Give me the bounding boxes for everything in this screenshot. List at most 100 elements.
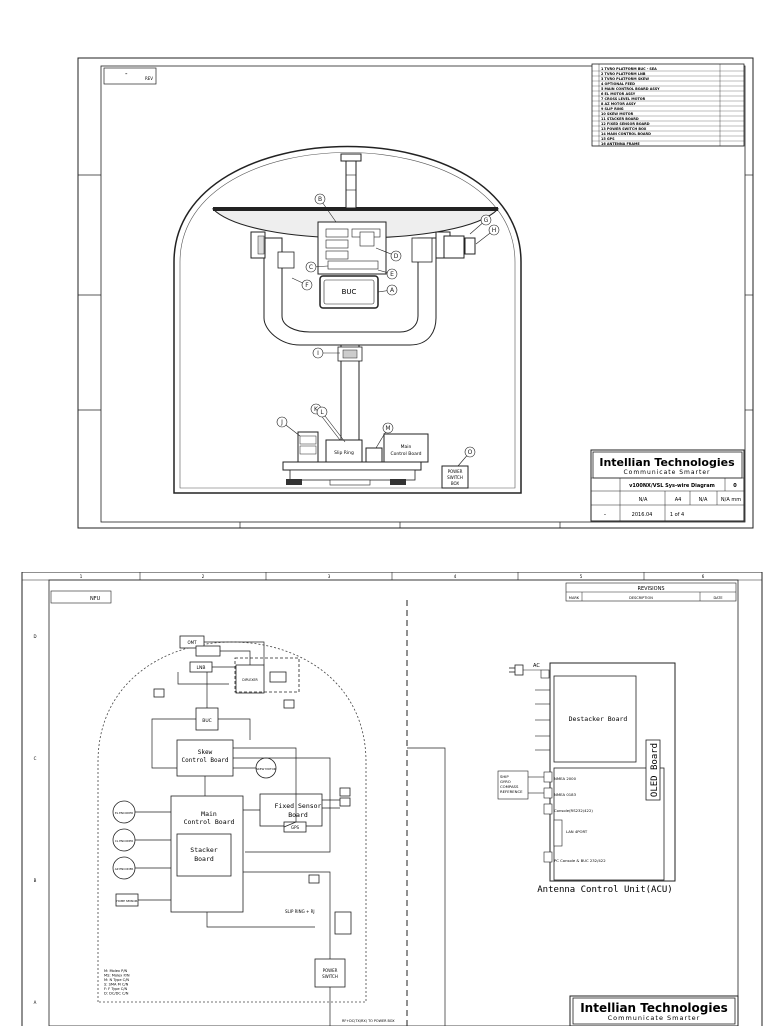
- zone-label: A: [34, 1000, 37, 1005]
- parts-list-row: 6 EL MOTOR ASSY: [601, 92, 636, 96]
- nfu-label: NFU: [90, 596, 101, 602]
- nmea0183-label: NMEA 0183: [554, 792, 577, 797]
- parts-list-row: 16 ANTENNA FRAME: [601, 142, 640, 146]
- parts-list-row: 7 CROSS LEVEL MOTOR: [601, 97, 646, 101]
- ruler-label: 3: [328, 574, 331, 579]
- ac-label: AC: [533, 663, 540, 669]
- dash-label: -: [125, 70, 128, 78]
- parts-list-row: 11 STACKER BOARD: [601, 117, 639, 121]
- s2-main-label-a: Main: [201, 810, 217, 818]
- sheet-2-title-block: Intellian Technologies Communicate Smart…: [569, 995, 739, 1026]
- s2-enc-az: AZ ENCODER: [115, 867, 134, 871]
- ruler-label: 5: [580, 574, 583, 579]
- s2-lnb-label: LNB: [197, 665, 206, 671]
- company-name: Intellian Technologies: [599, 456, 735, 469]
- base-plate: [282, 461, 422, 471]
- company-tagline: Communicate Smarter: [623, 469, 710, 476]
- s2-home-label: HOME SENSOR: [117, 899, 138, 903]
- title-block: Intellian Technologies Communicate Smart…: [590, 449, 745, 522]
- s2-fixed-label-a: Fixed Sensor: [275, 802, 322, 810]
- s2-skew-label-a: Skew: [198, 749, 213, 756]
- callout-label: D: [394, 253, 399, 260]
- s2-enc-el: EL ENCODER: [115, 811, 133, 815]
- s2-omt-label: OMT: [187, 640, 197, 645]
- callout-h: [488, 224, 500, 236]
- s2-power-label-a: POWER: [323, 968, 338, 973]
- callout-label: F: [305, 282, 309, 289]
- ship-gyro-box: [497, 770, 529, 800]
- power-switch-label-c: BOX: [451, 481, 460, 486]
- callout-o: [464, 446, 476, 458]
- parts-list-row: 4 OPTIONAL FEED: [601, 82, 635, 86]
- parts-list-row: 2 TVRO PLATFORM LNB: [601, 72, 646, 76]
- zone-label: D: [33, 634, 36, 639]
- radome-outline: [173, 145, 522, 494]
- power-switch-label-b: SWITCH: [447, 475, 463, 480]
- revisions-table: REVISIONS MARK DESCRIPTION DATE: [565, 582, 737, 602]
- drawing-weight: N/A mm: [721, 497, 741, 503]
- callout-label: K: [314, 406, 319, 413]
- main-board-label-b: Control Board: [391, 451, 422, 457]
- s2-diplexer-label: DIPLEXER: [242, 678, 258, 682]
- callout-label: E: [390, 271, 394, 278]
- callout-i: [312, 347, 324, 359]
- parts-list-row: 13 POWER SWITCH BOX: [601, 127, 647, 131]
- callout-label: O: [468, 449, 473, 456]
- drawing-dash: -: [604, 511, 606, 518]
- callout-g: [480, 214, 492, 226]
- callout-label: B: [318, 196, 322, 203]
- drawing-size: A4: [675, 497, 682, 503]
- drawing-unit: N/A: [699, 497, 708, 503]
- power-switch-label-a: POWER: [448, 469, 463, 474]
- drawing-date: 2016.04: [632, 512, 653, 518]
- parts-list-row: 12 FIXED SENSOR BOARD: [601, 122, 650, 126]
- oled-board: [645, 739, 661, 801]
- pc-label: PC Console & BUC 232/422: [554, 858, 606, 863]
- callout-m: [382, 422, 394, 434]
- callout-f: [301, 279, 313, 291]
- feed-mast: [345, 159, 357, 209]
- nmea2000-label: NMEA 2000: [554, 776, 577, 781]
- s2-gps-label: GPS: [291, 825, 300, 830]
- parts-list-row: 5 MAIN CONTROL BOARD ASSY: [601, 87, 660, 91]
- rev-col-desc: DESCRIPTION: [629, 596, 653, 600]
- parts-list-row: 1 TVRO PLATFORM BUC - SEA: [601, 67, 657, 71]
- callout-e: [386, 268, 398, 280]
- ruler-label: 1: [80, 574, 83, 579]
- callout-label: A: [390, 287, 395, 294]
- drawing-sheet: 1 of 4: [670, 512, 684, 518]
- s2-skew-motor-label: SKEW MOTOR: [256, 767, 276, 771]
- main-board-box: [383, 433, 429, 463]
- s2-stacker-label-a: Stacker: [190, 846, 217, 854]
- revisions-title: REVISIONS: [637, 586, 664, 592]
- s2-company-tagline: Communicate Smarter: [608, 1014, 701, 1022]
- callout-a: [386, 284, 398, 296]
- callout-label: C: [309, 264, 313, 271]
- drawing-scale: N/A: [639, 497, 648, 503]
- lan-label: LAN 4PORT: [566, 829, 588, 834]
- acu-label: Antenna Control Unit(ACU): [537, 885, 672, 895]
- fixed-sensor-board: [259, 793, 323, 827]
- parts-list-row: 15 GPS: [601, 137, 615, 141]
- slip-ring-box: [325, 439, 363, 463]
- ruler-label: 4: [454, 574, 457, 579]
- s2-company-name: Intellian Technologies: [580, 1001, 728, 1015]
- callout-d: [390, 250, 402, 262]
- s2-buc-label: BUC: [202, 718, 212, 724]
- ac-plug-icon: [509, 664, 524, 676]
- destacker-label: Destacker Board: [569, 715, 628, 723]
- rev-note: REV: [145, 76, 153, 81]
- callout-b: [314, 193, 326, 205]
- parts-list-row: 8 AZ MOTOR ASSY: [601, 102, 636, 106]
- drawing-rev: 0: [733, 483, 737, 489]
- zone-label: B: [34, 878, 37, 883]
- stacker-board: [176, 833, 232, 877]
- callout-c: [305, 261, 317, 273]
- callout-label: M: [385, 425, 390, 432]
- s2-fixed-label-b: Board: [288, 811, 308, 819]
- parts-list-row: 14 MAIN CONTROL BOARD: [601, 132, 651, 136]
